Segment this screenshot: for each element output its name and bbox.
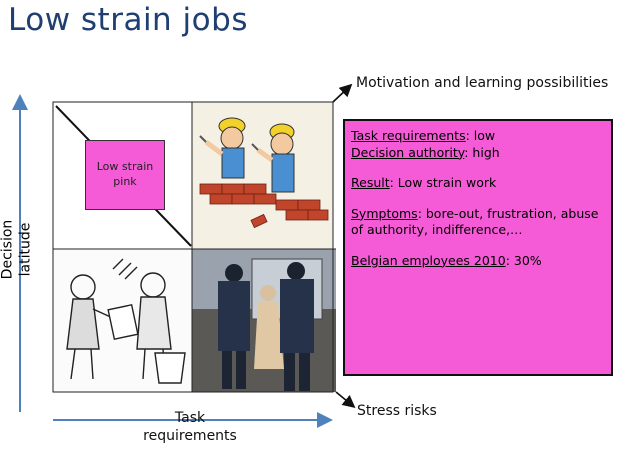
motivation-label: Motivation and learning possibilities [356, 75, 609, 91]
result-key: Result [351, 175, 390, 190]
task-requirements-key: Task requirements [351, 128, 466, 143]
page-title: Low strain jobs [8, 2, 248, 38]
stress-risks-label: Stress risks [357, 403, 437, 419]
decision-authority-key: Decision authority [351, 144, 465, 160]
belgian-employees-value: : 30% [505, 252, 542, 268]
bricklayers-cartoon-image [192, 102, 333, 249]
symptoms-key: Symptoms [351, 205, 418, 221]
stress-arrow [335, 391, 356, 409]
police-street-photo [192, 249, 336, 392]
info-panel: Task requirements: low Decision authorit… [343, 119, 613, 376]
low-strain-box: Low strain pink [85, 140, 165, 210]
decision-authority-value: : high [464, 144, 500, 160]
motivation-arrow [332, 83, 353, 103]
low-strain-line2: pink [113, 175, 137, 188]
low-strain-line1: Low strain [96, 160, 154, 174]
task-requirements-value: : low [465, 128, 496, 143]
result-value: : Low strain work [389, 175, 497, 190]
symptoms-value: : bore-out, frustration, abuse of author… [351, 205, 599, 238]
paperwork-cartoon-image [53, 249, 192, 392]
x-axis-label: Task requirements [143, 410, 237, 444]
y-axis-label: Decision latitude [0, 219, 33, 280]
belgian-employees-key: Belgian employees 2010 [351, 252, 506, 268]
